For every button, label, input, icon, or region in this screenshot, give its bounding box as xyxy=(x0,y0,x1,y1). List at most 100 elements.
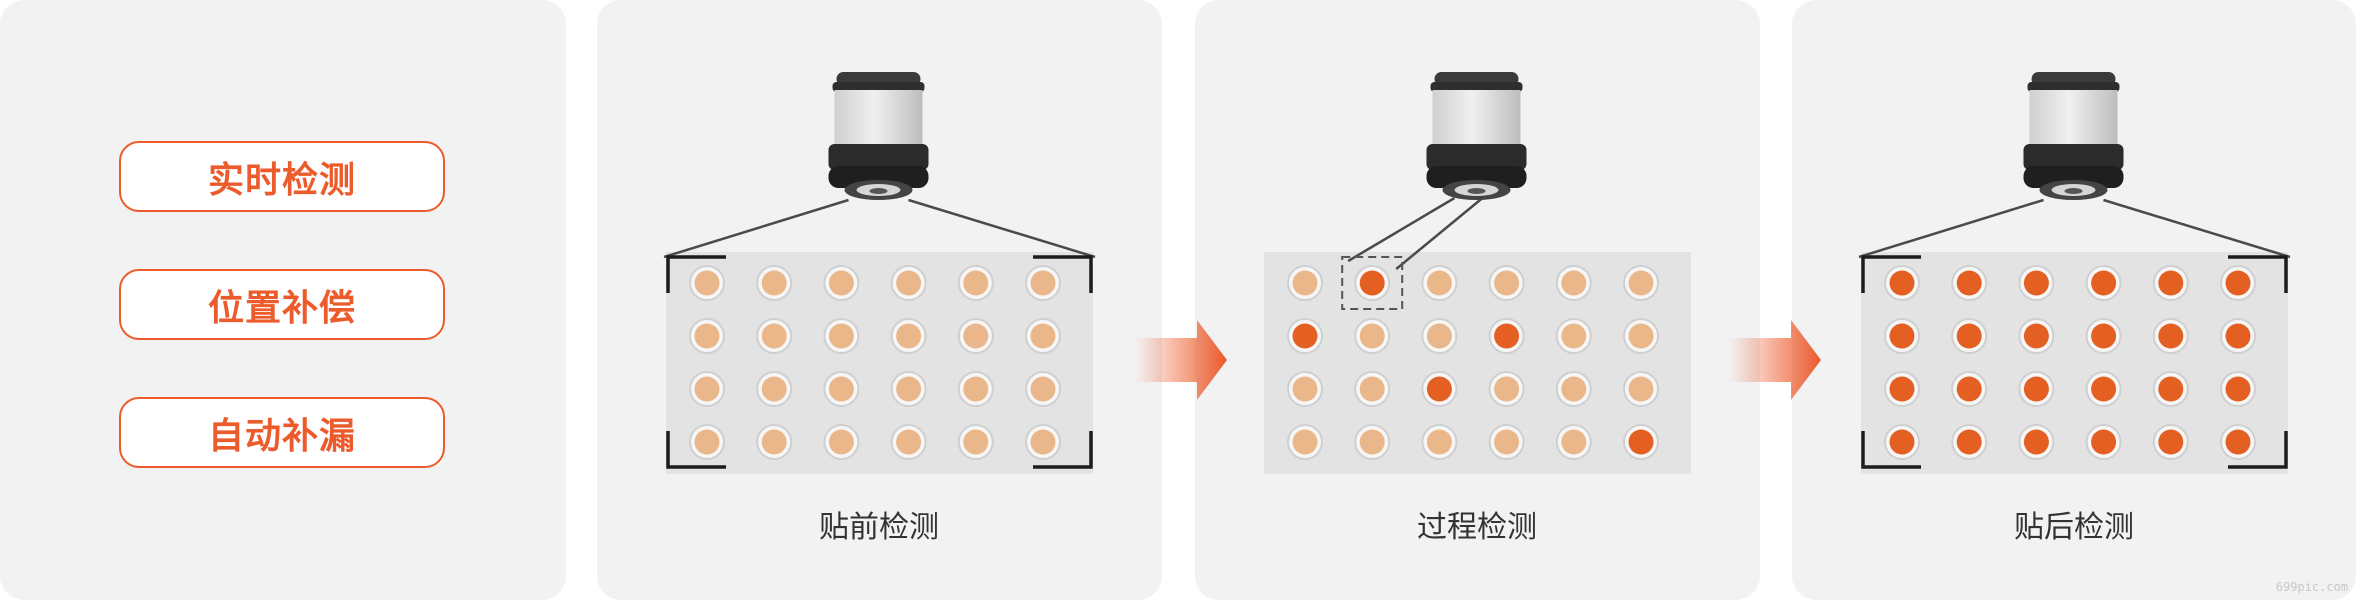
view-bracket xyxy=(1861,255,1921,293)
component-empty xyxy=(761,323,787,349)
component-empty xyxy=(1030,270,1056,296)
component-empty xyxy=(963,323,989,349)
stage-2 xyxy=(1858,72,2291,474)
feature-button-auto-fill[interactable]: 自动补漏 xyxy=(119,397,445,468)
component-placed xyxy=(2091,376,2117,402)
features-panel: 实时检测 位置补偿 自动补漏 xyxy=(0,0,566,600)
component-placed xyxy=(1426,376,1452,402)
camera-icon xyxy=(2023,72,2124,200)
component-empty xyxy=(828,270,854,296)
component-empty xyxy=(1292,270,1318,296)
component-placed xyxy=(1956,323,1982,349)
focus-box xyxy=(1341,256,1404,310)
component-empty xyxy=(1561,376,1587,402)
component-empty xyxy=(828,429,854,455)
stage-label-pre: 贴前检测 xyxy=(819,510,939,545)
stage-label-process: 过程检测 xyxy=(1417,510,1537,545)
component-empty xyxy=(1426,323,1452,349)
component-empty xyxy=(1561,270,1587,296)
component-empty xyxy=(694,270,720,296)
view-line xyxy=(1395,197,1484,270)
component-placed xyxy=(2023,323,2049,349)
component-placed xyxy=(2225,429,2251,455)
component-tray xyxy=(666,252,1093,474)
component-empty xyxy=(1628,376,1654,402)
view-bracket xyxy=(1033,431,1093,469)
component-empty xyxy=(1426,429,1452,455)
view-line xyxy=(1858,198,2044,259)
component-empty xyxy=(1628,270,1654,296)
component-placed xyxy=(1628,429,1654,455)
component-empty xyxy=(896,429,922,455)
component-placed xyxy=(1956,429,1982,455)
component-empty xyxy=(896,270,922,296)
component-empty xyxy=(1494,270,1520,296)
component-placed xyxy=(1292,323,1318,349)
view-bracket xyxy=(1861,431,1921,469)
component-placed xyxy=(2225,323,2251,349)
watermark: 699pic.com xyxy=(2275,580,2348,594)
component-placed xyxy=(1359,270,1385,296)
component-placed xyxy=(1889,376,1915,402)
component-empty xyxy=(1030,429,1056,455)
component-empty xyxy=(761,376,787,402)
view-line xyxy=(1347,196,1456,263)
component-empty xyxy=(963,270,989,296)
component-empty xyxy=(963,376,989,402)
component-empty xyxy=(896,323,922,349)
component-empty xyxy=(1359,323,1385,349)
component-empty xyxy=(1292,376,1318,402)
component-empty xyxy=(1030,323,1056,349)
component-placed xyxy=(2023,376,2049,402)
view-bracket xyxy=(2228,255,2288,293)
view-line xyxy=(663,198,849,259)
right-arrow-icon xyxy=(1135,320,1227,400)
component-placed xyxy=(2158,270,2184,296)
component-tray xyxy=(1861,252,2288,474)
component-placed xyxy=(1889,270,1915,296)
component-empty xyxy=(694,429,720,455)
view-line xyxy=(2103,198,2291,259)
component-empty xyxy=(694,323,720,349)
component-empty xyxy=(1292,429,1318,455)
component-empty xyxy=(828,323,854,349)
component-placed xyxy=(2023,270,2049,296)
camera-icon xyxy=(828,72,929,200)
component-empty xyxy=(828,376,854,402)
component-placed xyxy=(2091,429,2117,455)
component-empty xyxy=(1561,429,1587,455)
component-placed xyxy=(1956,270,1982,296)
component-empty xyxy=(761,429,787,455)
component-empty xyxy=(1359,376,1385,402)
component-placed xyxy=(2225,376,2251,402)
view-line xyxy=(908,198,1096,259)
component-empty xyxy=(896,376,922,402)
component-placed xyxy=(1494,323,1520,349)
component-placed xyxy=(2091,270,2117,296)
component-empty xyxy=(1426,270,1452,296)
component-placed xyxy=(2158,429,2184,455)
component-empty xyxy=(1494,376,1520,402)
component-placed xyxy=(2023,429,2049,455)
stage-0 xyxy=(663,72,1096,474)
component-placed xyxy=(2158,323,2184,349)
feature-button-position-compensation[interactable]: 位置补偿 xyxy=(119,269,445,340)
component-placed xyxy=(1889,429,1915,455)
component-placed xyxy=(2091,323,2117,349)
view-bracket xyxy=(666,255,726,293)
view-bracket xyxy=(2228,431,2288,469)
feature-button-realtime-detection[interactable]: 实时检测 xyxy=(119,141,445,212)
component-empty xyxy=(1494,429,1520,455)
component-empty xyxy=(963,429,989,455)
component-placed xyxy=(1889,323,1915,349)
component-tray xyxy=(1264,252,1691,474)
right-arrow-icon xyxy=(1729,320,1821,400)
component-empty xyxy=(1030,376,1056,402)
view-bracket xyxy=(1033,255,1093,293)
view-bracket xyxy=(666,431,726,469)
component-empty xyxy=(1359,429,1385,455)
camera-icon xyxy=(1426,72,1527,200)
stage-label-post: 贴后检测 xyxy=(2014,510,2134,545)
component-placed xyxy=(1956,376,1982,402)
